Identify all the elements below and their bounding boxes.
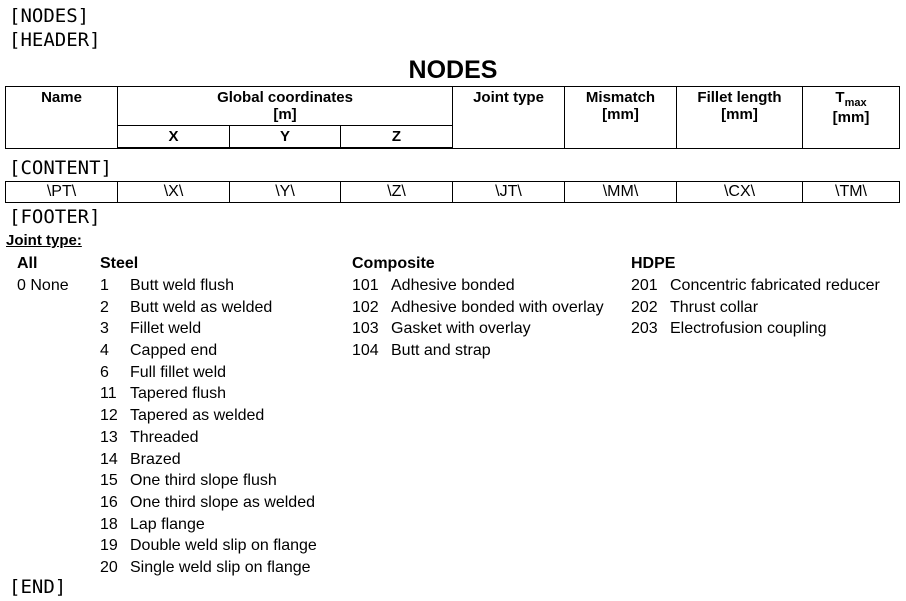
joint-label: Brazed xyxy=(130,450,181,468)
joint-label: Threaded xyxy=(130,428,199,446)
legend-hdpe-heading: HDPE xyxy=(631,255,676,272)
joint-label: Full fillet weld xyxy=(130,363,227,381)
joint-code: 201 xyxy=(631,277,658,294)
header-marker: [HEADER] xyxy=(9,29,101,51)
joint-label: Double weld slip on flange xyxy=(130,537,317,555)
joint-code: 202 xyxy=(631,298,658,316)
joint-label: Butt weld as welded xyxy=(130,298,273,316)
page-title: NODES xyxy=(408,56,498,84)
joint-code: 3 xyxy=(100,320,109,338)
list-item: 102 Adhesive bonded with overlay xyxy=(352,297,604,319)
content-marker: [CONTENT] xyxy=(9,157,112,179)
joint-code: 15 xyxy=(100,472,118,490)
legend-composite-heading: Composite xyxy=(352,255,435,272)
joint-code: 20 xyxy=(100,558,118,576)
col-fillet-length-header: Fillet length[mm] xyxy=(676,86,803,149)
col-name-header: Name xyxy=(5,86,118,149)
joint-label: Concentric fabricated reducer xyxy=(670,277,880,294)
nodes-marker: [NODES] xyxy=(9,5,90,27)
list-item: 20 Single weld slip on flange xyxy=(100,557,317,579)
joint-label: One third slope flush xyxy=(130,472,277,490)
joint-code: 103 xyxy=(352,320,379,338)
cell-z: \Z\ xyxy=(340,181,453,203)
joint-code: 18 xyxy=(100,515,118,533)
cell-mismatch: \MM\ xyxy=(564,181,677,203)
col-tmax-header: Tmax [mm] xyxy=(802,86,900,149)
joint-code: 11 xyxy=(100,385,117,403)
list-item: 2 Butt weld as welded xyxy=(100,297,317,319)
list-item: 13 Threaded xyxy=(100,427,317,449)
joint-code: 104 xyxy=(352,342,379,360)
joint-label: Adhesive bonded xyxy=(391,277,515,294)
list-item: 1 Butt weld flush xyxy=(100,275,317,297)
end-marker: [END] xyxy=(9,576,67,598)
list-item: 19 Double weld slip on flange xyxy=(100,535,317,557)
joint-label: One third slope as welded xyxy=(130,493,315,511)
list-item: 203 Electrofusion coupling xyxy=(631,318,880,340)
legend-all-heading: All xyxy=(17,255,38,272)
legend-steel-column: Steel 1 Butt weld flush 2 Butt weld as weld… xyxy=(100,253,317,579)
joint-code: 19 xyxy=(100,537,118,555)
col-z-header: Z xyxy=(340,125,453,149)
joint-label: Capped end xyxy=(130,342,218,360)
joint-code: 101 xyxy=(352,277,379,294)
list-item: 6 Full fillet weld xyxy=(100,362,317,384)
joint-code: 13 xyxy=(100,428,118,446)
joint-label: Gasket with overlay xyxy=(391,320,531,338)
list-item: 103 Gasket with overlay xyxy=(352,318,604,340)
content-table: \PT\ \X\ \Y\ \Z\ \JT\ \MM\ \CX\ \TM\ xyxy=(5,181,900,203)
legend-steel-heading: Steel xyxy=(100,255,139,272)
cell-fillet-length: \CX\ xyxy=(676,181,803,203)
list-item: 4 Capped end xyxy=(100,340,317,362)
header-table: Name Global coordinates[m] Joint type Mi… xyxy=(5,86,900,149)
cell-x: \X\ xyxy=(117,181,230,203)
cell-name: \PT\ xyxy=(5,181,118,203)
col-joint-type-header: Joint type xyxy=(452,86,565,149)
joint-code: 203 xyxy=(631,320,658,338)
joint-code: 102 xyxy=(352,298,379,316)
list-item: 3 Fillet weld xyxy=(100,318,317,340)
cell-tmax: \TM\ xyxy=(802,181,900,203)
joint-code: 14 xyxy=(100,450,118,468)
footer-marker: [FOOTER] xyxy=(9,206,101,228)
joint-label: Tapered as welded xyxy=(130,407,265,425)
legend-composite-column: Composite 101 Adhesive bonded 102 Adhesive … xyxy=(352,253,604,362)
joint-label: Thrust collar xyxy=(670,298,759,316)
joint-label: Butt and strap xyxy=(391,342,491,360)
joint-label: Fillet weld xyxy=(130,320,202,338)
legend-hdpe-column: HDPE 201 Concentric fabricated reducer 202… xyxy=(631,253,880,340)
joint-code: 12 xyxy=(100,407,118,425)
list-item: 12 Tapered as welded xyxy=(100,405,317,427)
joint-label: Lap flange xyxy=(130,515,205,533)
list-item: 104 Butt and strap xyxy=(352,340,604,362)
table-row: \PT\ \X\ \Y\ \Z\ \JT\ \MM\ \CX\ \TM\ xyxy=(5,181,900,203)
list-item: 14 Brazed xyxy=(100,449,317,471)
joint-code: 6 xyxy=(100,363,109,381)
cell-joint-type: \JT\ xyxy=(452,181,565,203)
legend-title: Joint type: xyxy=(6,232,82,249)
cell-y: \Y\ xyxy=(229,181,341,203)
joint-label: Adhesive bonded with overlay xyxy=(391,298,604,316)
joint-code: 4 xyxy=(100,342,109,360)
joint-label: Electrofusion coupling xyxy=(670,320,827,338)
joint-code: 16 xyxy=(100,493,118,511)
joint-label: Tapered flush xyxy=(130,385,227,403)
list-item: 201 Concentric fabricated reducer xyxy=(631,275,880,297)
list-item: 101 Adhesive bonded xyxy=(352,275,604,297)
list-item: 11 Tapered flush xyxy=(100,383,317,405)
list-item: 15 One third slope flush xyxy=(100,470,317,492)
col-global-coordinates-header: Global coordinates[m] xyxy=(117,86,453,126)
joint-code: 2 xyxy=(100,298,109,316)
col-y-header: Y xyxy=(229,125,341,149)
col-mismatch-header: Mismatch[mm] xyxy=(564,86,677,149)
list-item: 0 None xyxy=(17,277,69,294)
joint-label: Butt weld flush xyxy=(130,277,235,294)
joint-label: Single weld slip on flange xyxy=(130,558,311,576)
col-x-header: X xyxy=(117,125,230,149)
legend-all-column: All 0 None xyxy=(17,253,69,297)
list-item: 18 Lap flange xyxy=(100,514,317,536)
list-item: 202 Thrust collar xyxy=(631,297,880,319)
list-item: 16 One third slope as welded xyxy=(100,492,317,514)
joint-code: 1 xyxy=(100,277,109,294)
